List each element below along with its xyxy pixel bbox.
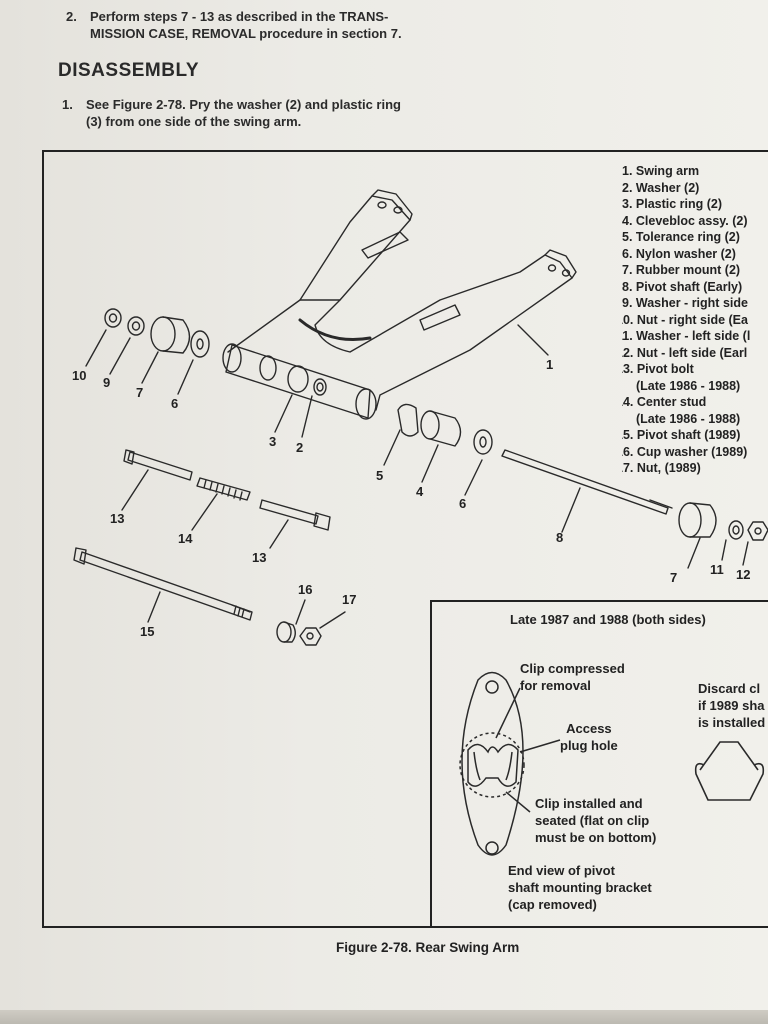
legend-item: 14. Center stud [622, 395, 707, 409]
legend-item: 13. Pivot bolt [622, 362, 694, 376]
legend-item: 12. Nut - left side (Earl [622, 345, 748, 360]
callout-5: 5 [376, 468, 384, 483]
step-1: 1. See Figure 2-78. Pry the washer (2) a… [62, 96, 482, 132]
step-number: 2. [66, 9, 77, 24]
inset-title: Late 1987 and 1988 (both sides) [510, 612, 706, 627]
legend-item: 4. Clevebloc assy. (2) [622, 213, 748, 228]
parts-legend: 1. Swing arm 2. Washer (2) 3. Plastic ri… [622, 163, 768, 513]
discard-clip-label: Discard cl if 1989 sha is installed [698, 681, 766, 730]
callout-13a: 13 [110, 511, 125, 526]
swing-arm-drawing [222, 189, 577, 420]
legend-item: 7. Rubber mount (2) [622, 263, 741, 277]
callout-8: 8 [556, 530, 564, 545]
access-plug-label: Access plug hole [560, 721, 618, 753]
callout-15: 15 [140, 624, 155, 639]
legend-item: 3. Plastic ring (2) [622, 197, 723, 211]
clip-compressed-label: Clip compressed for removal [520, 661, 625, 693]
callout-12: 12 [736, 567, 751, 582]
callout-7b: 7 [670, 570, 678, 585]
legend-item: (Late 1986 - 1988) [636, 411, 741, 426]
legend-item: 17. Nut, (1989) [622, 461, 701, 475]
section-heading: DISASSEMBLY [58, 60, 199, 81]
callout-11: 11 [710, 562, 724, 577]
callout-17: 17 [342, 592, 357, 607]
callout-9: 9 [103, 375, 111, 390]
step-text: See Figure 2-78. Pry the washer (2) and … [86, 97, 401, 129]
end-view-label: End view of pivot shaft mounting bracket… [508, 863, 652, 912]
page-bottom-edge [0, 1010, 768, 1024]
callout-7a: 7 [136, 385, 144, 400]
legend-item: 1. Swing arm [622, 164, 700, 178]
callout-1: 1 [546, 357, 554, 372]
callout-13b: 13 [252, 550, 267, 565]
legend-item: 9. Washer - right side [622, 296, 748, 310]
clip-installed-label: Clip installed and seated (flat on clip … [535, 796, 657, 845]
legend-item: 15. Pivot shaft (1989) [622, 428, 741, 442]
legend-item: 10. Nut - right side (Ea [622, 312, 748, 327]
discard-clip-drawing [694, 741, 765, 801]
legend-item: 11. Washer - left side (l [622, 329, 751, 343]
step-text: Perform steps 7 - 13 as described in the… [90, 9, 402, 41]
callout-6b: 6 [459, 496, 467, 511]
inset-frame [430, 600, 768, 928]
callout-14: 14 [178, 531, 193, 546]
legend-item: 6. Nylon washer (2) [622, 246, 736, 261]
legend-item: 16. Cup washer (1989) [622, 444, 748, 459]
step-2-pre: 2. Perform steps 7 - 13 as described in … [66, 8, 486, 44]
step-number: 1. [62, 97, 73, 112]
figure-caption: Figure 2-78. Rear Swing Arm [336, 940, 520, 955]
callout-10: 10 [72, 368, 87, 383]
callout-16: 16 [298, 582, 313, 597]
legend-item: (Late 1986 - 1988) [636, 378, 741, 393]
callout-3: 3 [269, 434, 277, 449]
callout-4: 4 [416, 484, 424, 499]
figure-frame [42, 150, 768, 928]
callout-6a: 6 [171, 396, 179, 411]
legend-item: 2. Washer (2) [622, 180, 700, 195]
callout-2: 2 [296, 440, 304, 455]
legend-item: 5. Tolerance ring (2) [622, 230, 740, 244]
clip-end-view [459, 671, 561, 856]
legend-item: 8. Pivot shaft (Early) [622, 279, 743, 294]
